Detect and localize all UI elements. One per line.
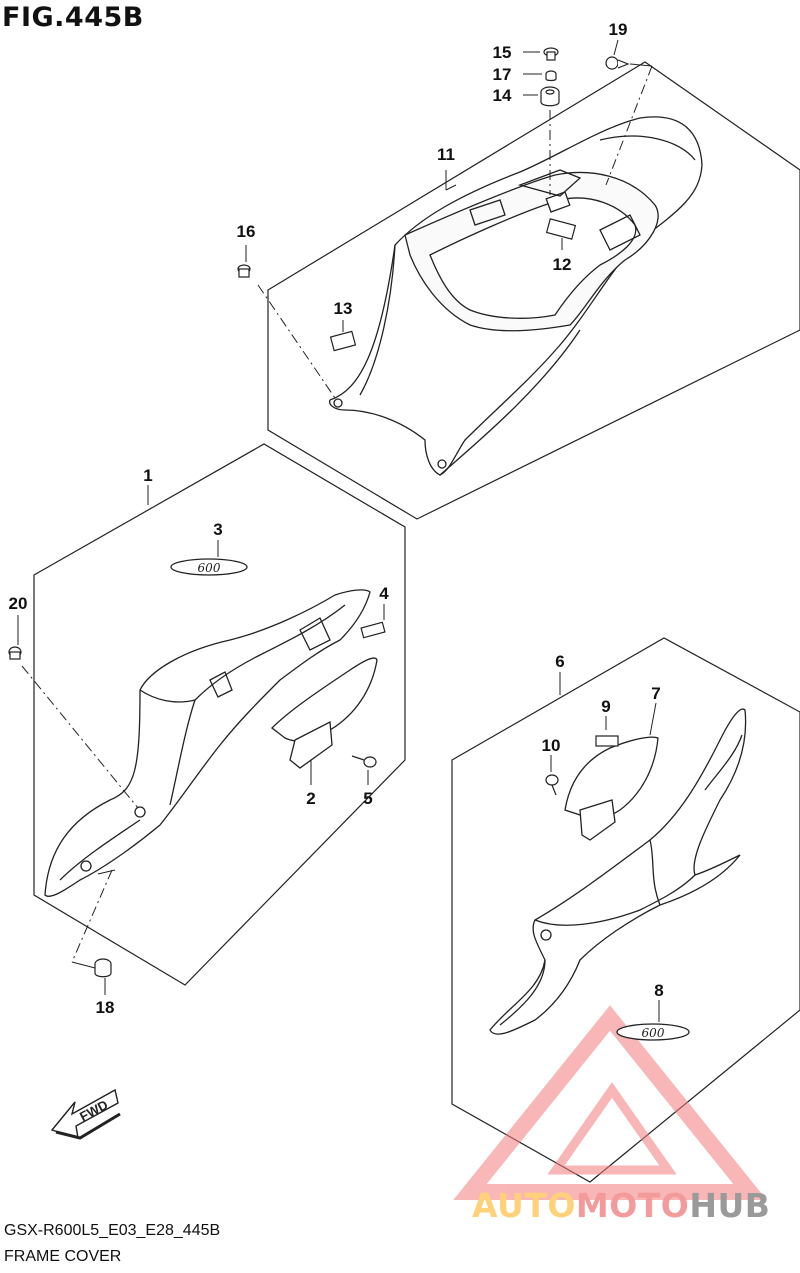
brand-moto: MOTO (575, 1186, 690, 1225)
part-19-push-rivet-icon (605, 56, 630, 70)
part-8-emblem-text: 600 (642, 1026, 665, 1040)
part-number-9: 9 (601, 697, 610, 716)
part-6-right-frame-cover (489, 708, 747, 1035)
part-number-8: 8 (654, 981, 663, 1000)
watermark-brand: AUTOMOTOHUB (472, 1186, 770, 1225)
figure-title: FIG.445B (2, 2, 144, 33)
part-7-inner-panel (564, 736, 659, 841)
part-number-3: 3 (213, 520, 222, 539)
part-20-bolt-icon (8, 646, 22, 660)
part-16-bolt-icon (237, 264, 251, 278)
part-number-6: 6 (555, 652, 564, 671)
part-4-label-sticker (360, 621, 386, 639)
part-number-7: 7 (651, 684, 660, 703)
leader-lines-upper (245, 39, 653, 399)
part-3-emblem-text: 600 (198, 561, 221, 575)
fwd-label: FWD (77, 1097, 110, 1124)
part-17-collar-icon (545, 70, 557, 82)
part-11-seat-tail-cowl (329, 116, 703, 476)
part-number-4: 4 (379, 584, 389, 603)
part-12-label-sticker (545, 218, 577, 240)
part-number-19: 19 (609, 20, 628, 39)
part-15-screw-icon (543, 47, 559, 61)
group-box-seat-tail (267, 61, 800, 520)
part-number-15: 15 (493, 43, 512, 62)
watermark-triangle-icon (453, 1005, 767, 1200)
part-number-17: 17 (493, 65, 512, 84)
part-13-label-sticker (329, 330, 357, 352)
part-number-18: 18 (96, 998, 115, 1017)
part-18-grommet-icon (94, 958, 112, 978)
diagram-code: GSX-R600L5_E03_E28_445B (4, 1222, 221, 1239)
part-number-14: 14 (493, 86, 512, 105)
part-number-2: 2 (306, 789, 315, 808)
leader-lines-right (550, 672, 660, 1022)
part-number-20: 20 (9, 594, 28, 613)
group-box-right-cover (451, 637, 800, 1183)
part-number-10: 10 (542, 736, 561, 755)
part-8-600-emblem: 600 (616, 1023, 690, 1041)
part-number-1: 1 (143, 466, 152, 485)
part-10-screw-icon (545, 774, 559, 796)
forward-arrow-icon: FWD (50, 1088, 121, 1140)
part-number-16: 16 (237, 222, 256, 241)
leader-lines-left (17, 485, 385, 995)
brand-auto: AUTO (472, 1186, 576, 1225)
part-1-left-frame-cover (44, 589, 371, 897)
part-number-5: 5 (363, 789, 372, 808)
part-3-600-emblem: 600 (170, 558, 248, 576)
part-number-13: 13 (334, 299, 353, 318)
group-box-left-cover (33, 443, 406, 986)
part-2-inner-panel (271, 657, 378, 769)
part-5-screw-icon (351, 755, 377, 768)
part-number-12: 12 (553, 255, 572, 274)
brand-hub: HUB (689, 1186, 771, 1225)
part-number-11: 11 (437, 145, 455, 164)
part-14-grommet-icon (540, 86, 560, 107)
diagram-name: FRAME COVER (4, 1248, 122, 1265)
part-9-label-sticker (595, 735, 619, 747)
